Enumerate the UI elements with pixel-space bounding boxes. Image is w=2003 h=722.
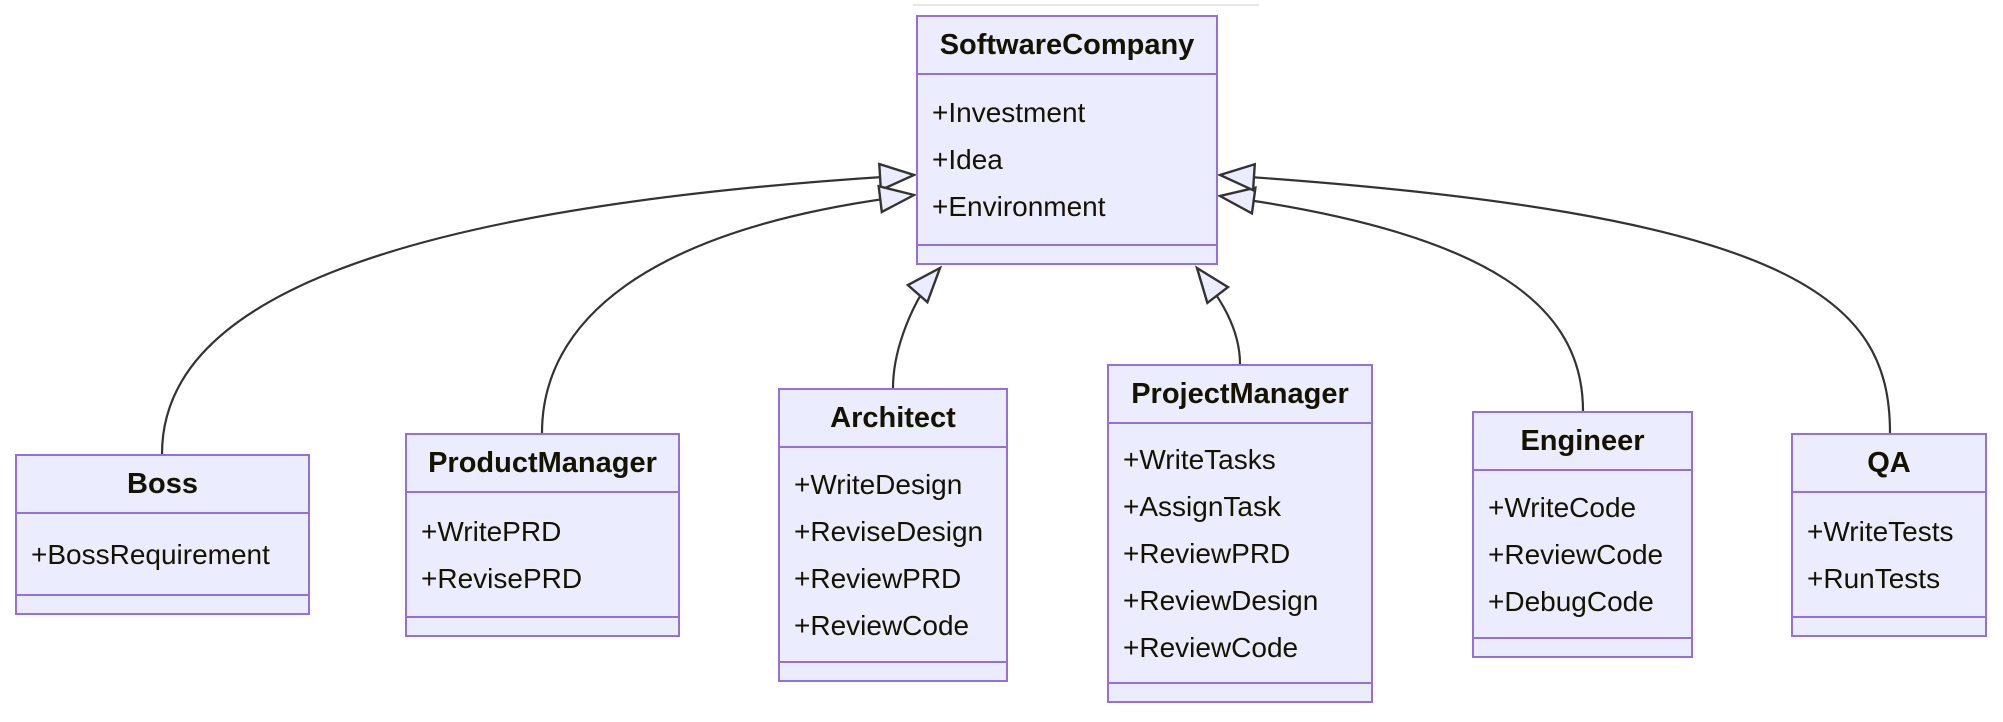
- class-member: +ReviseDesign: [794, 515, 984, 547]
- class-member: +WriteTasks: [1123, 443, 1276, 475]
- class-member: +DebugCode: [1488, 585, 1654, 617]
- class-methods-empty: [1474, 637, 1691, 656]
- class-member: +Investment: [932, 97, 1086, 128]
- class-members: +BossRequirement: [17, 514, 308, 594]
- class-box-engineer: Engineer +WriteCode +ReviewCode +DebugCo…: [1472, 411, 1693, 658]
- class-members: +WriteDesign +ReviseDesign +ReviewPRD +R…: [780, 448, 1006, 661]
- class-title: QA: [1793, 435, 1985, 493]
- edge-architect-to-softwarecompany: [891, 265, 943, 389]
- class-box-architect: Architect +WriteDesign +ReviseDesign +Re…: [778, 388, 1008, 682]
- class-member: +Idea: [932, 144, 1003, 175]
- class-member: +ReviewPRD: [1123, 537, 1291, 569]
- class-title: Architect: [780, 390, 1006, 448]
- class-members: +WriteCode +ReviewCode +DebugCode: [1474, 471, 1691, 637]
- class-members: +WriteTests +RunTests: [1793, 493, 1985, 616]
- class-members: +WriteTasks +AssignTask +ReviewPRD +Revi…: [1109, 424, 1371, 682]
- class-member: +RunTests: [1807, 562, 1941, 594]
- class-members: +WritePRD +RevisePRD: [407, 493, 678, 616]
- class-member: +AssignTask: [1123, 490, 1281, 522]
- class-box-productmanager: ProductManager +WritePRD +RevisePRD: [405, 433, 680, 637]
- class-member: +Environment: [932, 191, 1106, 222]
- class-member: +ReviewCode: [794, 609, 970, 641]
- class-member: +ReviewPRD: [794, 562, 962, 594]
- class-methods-empty: [407, 616, 678, 635]
- class-methods-empty: [780, 661, 1006, 680]
- class-member: +ReviewCode: [1488, 538, 1664, 570]
- class-member: +WritePRD: [421, 515, 562, 547]
- class-members: +Investment +Idea +Environment: [918, 75, 1216, 244]
- class-box-softwarecompany: SoftwareCompany +Investment +Idea +Envir…: [916, 15, 1218, 265]
- class-member: +ReviewDesign: [1123, 584, 1319, 616]
- class-member: +ReviewCode: [1123, 631, 1299, 663]
- class-member: +WriteTests: [1807, 515, 1954, 547]
- faint-top-line: [913, 4, 1259, 6]
- class-box-boss: Boss +BossRequirement: [15, 454, 310, 615]
- class-title: Boss: [17, 456, 308, 514]
- class-methods-empty: [1793, 616, 1985, 635]
- class-member: +WriteCode: [1488, 491, 1637, 523]
- class-member: +RevisePRD: [421, 562, 583, 594]
- class-title: ProjectManager: [1109, 366, 1371, 424]
- class-member: +BossRequirement: [31, 538, 270, 570]
- class-title: Engineer: [1474, 413, 1691, 471]
- class-methods-empty: [918, 244, 1216, 263]
- edge-projectmanager-to-softwarecompany: [1194, 265, 1242, 365]
- class-member: +WriteDesign: [794, 468, 963, 500]
- class-box-projectmanager: ProjectManager +WriteTasks +AssignTask +…: [1107, 364, 1373, 703]
- class-title: SoftwareCompany: [918, 17, 1216, 75]
- class-title: ProductManager: [407, 435, 678, 493]
- class-box-qa: QA +WriteTests +RunTests: [1791, 433, 1987, 637]
- class-methods-empty: [1109, 682, 1371, 701]
- class-methods-empty: [17, 594, 308, 613]
